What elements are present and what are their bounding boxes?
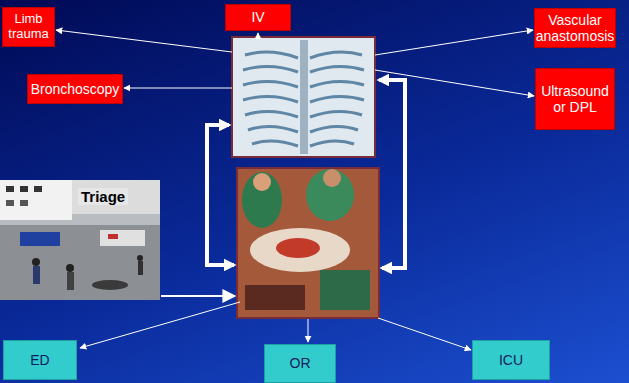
surgery-photo — [237, 168, 379, 318]
chest-xray — [232, 37, 375, 157]
node-label: Triage — [78, 188, 128, 205]
photo-panel: Triage — [0, 180, 160, 300]
node-label: ICU — [499, 352, 523, 368]
node-label: OR — [290, 355, 311, 371]
process-box: Bronchoscopy — [27, 74, 123, 104]
process-box: ICU — [472, 340, 550, 380]
process-box: IV — [225, 4, 291, 31]
node-label: IV — [251, 9, 264, 25]
process-box: ED — [3, 340, 77, 380]
node-label: Limb trauma — [6, 12, 51, 42]
node-label: ED — [30, 352, 49, 368]
node-label: Vascular anastomosis — [536, 12, 615, 44]
process-box: OR — [264, 344, 336, 383]
node-label: Ultrasound or DPL — [539, 83, 611, 115]
node-label: Bronchoscopy — [31, 81, 120, 97]
flow-arrows — [56, 30, 534, 350]
process-box: Vascular anastomosis — [534, 8, 616, 48]
triage-photo — [0, 180, 160, 300]
process-box: Limb trauma — [2, 7, 55, 47]
process-box: Ultrasound or DPL — [535, 68, 615, 130]
